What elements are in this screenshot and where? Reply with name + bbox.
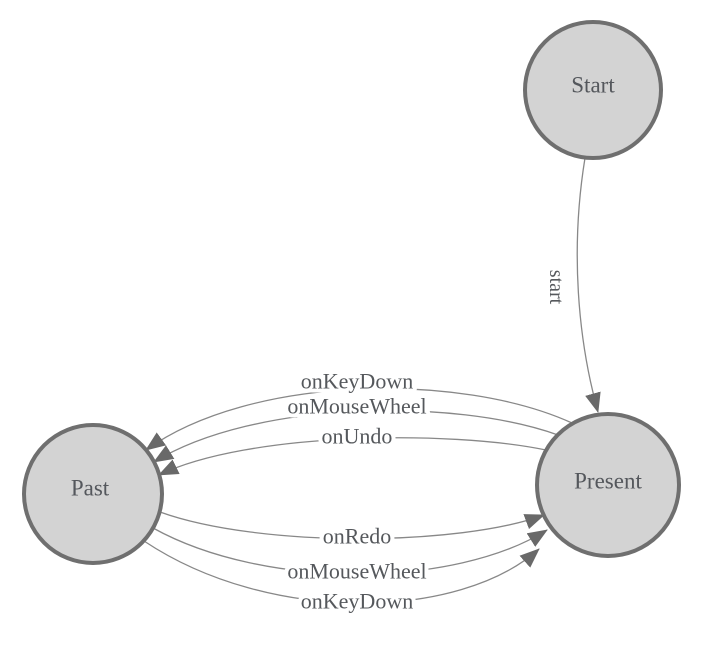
node-label-past: Past (71, 476, 110, 501)
node-present[interactable]: Present (535, 412, 681, 558)
node-start[interactable]: Start (523, 20, 663, 160)
edge-label-onmousewheel-top: onMouseWheel (287, 394, 426, 419)
edge-label-onredo: onRedo (323, 524, 391, 549)
edge-label-start: start (545, 270, 567, 305)
edge-past-to-present-onkeydown (143, 540, 540, 604)
edge-label-onkeydown-bottom: onKeyDown (301, 589, 413, 614)
edge-past-to-present-onredo (159, 511, 545, 540)
node-present-circle[interactable] (535, 412, 681, 558)
node-past-circle[interactable] (22, 423, 164, 565)
edge-label-onmousewheel-bottom: onMouseWheel (287, 559, 426, 584)
node-start-circle[interactable] (523, 20, 663, 160)
edge-label-onundo: onUndo (322, 424, 393, 449)
edge-start-to-present (576, 157, 601, 413)
edge-present-to-past-onundo (158, 437, 547, 476)
edge-present-to-past-onkeydown (145, 387, 573, 451)
node-past[interactable]: Past (22, 423, 164, 565)
edge-label-onkeydown-top: onKeyDown (301, 369, 413, 394)
node-label-start: Start (571, 73, 615, 98)
node-label-present: Present (574, 469, 642, 494)
edge-present-to-past-onmousewheel (153, 409, 559, 463)
edge-past-to-present-onmousewheel (152, 527, 548, 575)
